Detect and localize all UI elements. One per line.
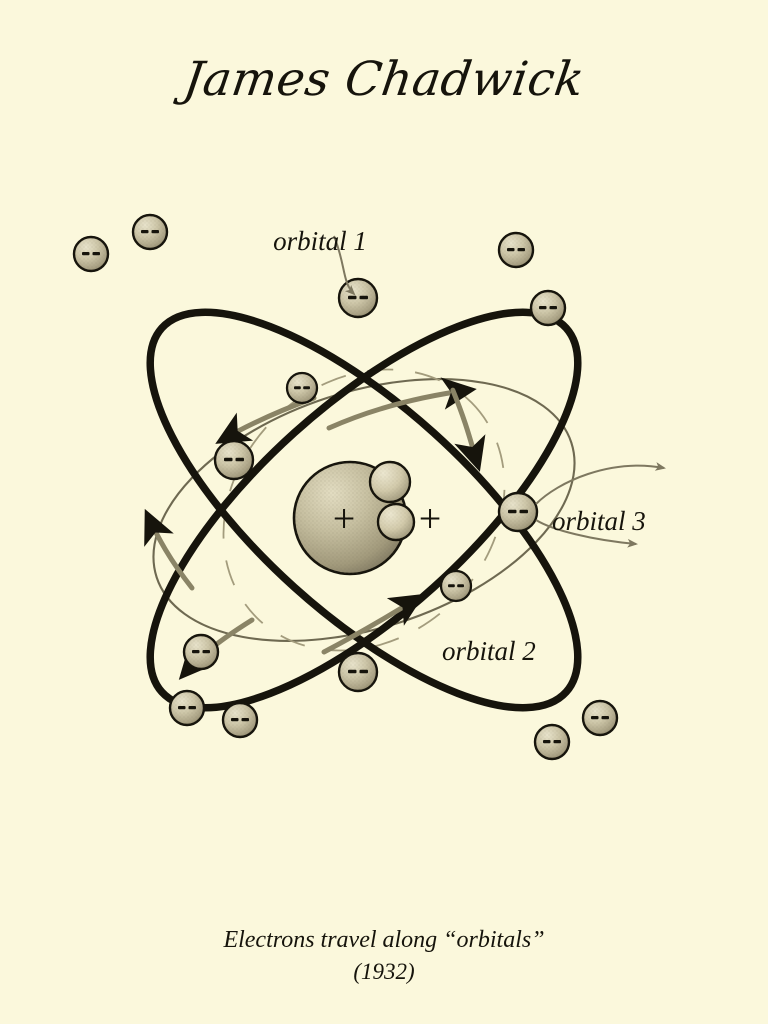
caption-year: (1932) [353,958,415,984]
nucleus-charge-1: + [333,496,356,541]
leader-line-orbital-1 [333,235,356,296]
orbit-1-path [146,308,582,712]
direction-arrow-left-up [144,508,195,591]
caption-line-1: Electrons travel along “orbitals” [223,927,545,953]
label-orbital-3: orbital 3 [552,506,646,536]
page-title: James Chadwick [180,52,588,107]
direction-arrow-right-down [450,387,486,472]
electron [497,231,535,269]
leader-line-orbital-3-upper [535,462,666,505]
leader-lines [333,235,666,548]
label-orbital-1: orbital 1 [273,226,367,256]
electron [72,235,110,273]
direction-arrow-bottom-right [321,593,425,655]
electron [168,689,206,727]
atom-diagram: + + [24,200,744,820]
electron [337,651,379,693]
electron [131,213,169,251]
orbit-2-path [146,308,582,712]
electron [213,439,255,481]
direction-arrows [144,377,486,680]
figure-caption: Electrons travel along “orbitals” (1932) [0,925,768,987]
electron [497,491,539,533]
electron [285,371,319,405]
direction-arrow-top-right [326,377,477,431]
electron [337,277,379,319]
electron [533,723,571,761]
electron [182,633,220,671]
electron [529,289,567,327]
nucleus: + + [292,460,442,576]
direction-arrow-top-left [215,395,317,444]
electron [439,569,473,603]
label-orbital-2: orbital 2 [442,636,536,666]
leader-line-orbital-3-lower [535,519,638,548]
electron [581,699,619,737]
electron [221,701,259,739]
nucleus-charge-2: + [419,496,442,541]
